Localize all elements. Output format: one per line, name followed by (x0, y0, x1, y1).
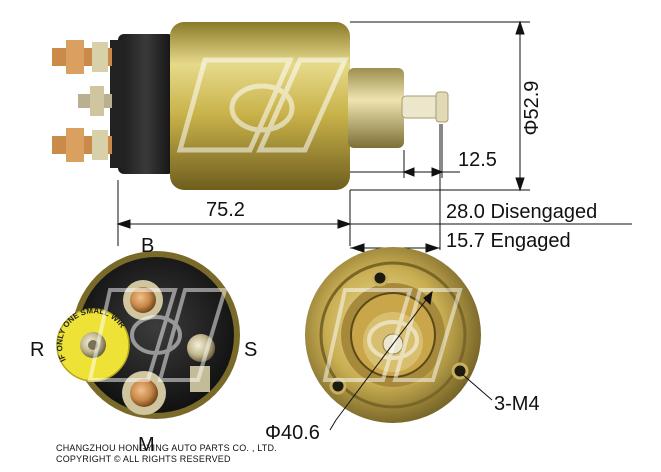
terminal-label-m: M (138, 434, 155, 456)
dim-body-length: 75.2 (206, 199, 245, 221)
watermark-logo-side (176, 57, 349, 153)
side-view (52, 22, 449, 190)
terminal-label-r: R (30, 339, 44, 361)
dim-disengaged: 28.0 Disengaged (446, 201, 597, 223)
end-view-leaders (329, 290, 493, 431)
dim-mount-holes: 3-M4 (494, 393, 540, 415)
stud-bottom (52, 128, 112, 162)
stud-top (52, 40, 112, 74)
dim-diameter-flange: Φ40.6 (265, 422, 320, 444)
mount-hole-1 (371, 269, 389, 287)
side-dimension-lines (116, 20, 632, 253)
end-plate-rim (319, 261, 467, 409)
mount-hole-3 (451, 362, 469, 380)
terminal-cap (118, 34, 174, 174)
stud-middle (78, 86, 112, 116)
cap-rim (110, 40, 124, 168)
dim-engaged: 15.7 Engaged (446, 230, 571, 252)
terminal-label-s: S (244, 339, 257, 361)
plunger (348, 68, 404, 148)
watermark-logo-terminal (87, 288, 228, 382)
dim-diameter-body: Φ52.9 (521, 81, 543, 136)
terminal-label-b: B (141, 235, 154, 257)
footer-copyright: COPYRIGHT © ALL RIGHTS RESERVED (56, 454, 231, 464)
plunger-end (435, 91, 449, 123)
watermark-logo-plunger (322, 288, 463, 382)
m-stud (130, 379, 158, 407)
b-stud (130, 287, 156, 313)
plunger-end-view (305, 247, 481, 423)
dim-plunger-travel: 12.5 (458, 149, 497, 171)
footer-company: CHANGZHOU HONGYING AUTO PARTS CO. , LTD. (56, 443, 277, 453)
